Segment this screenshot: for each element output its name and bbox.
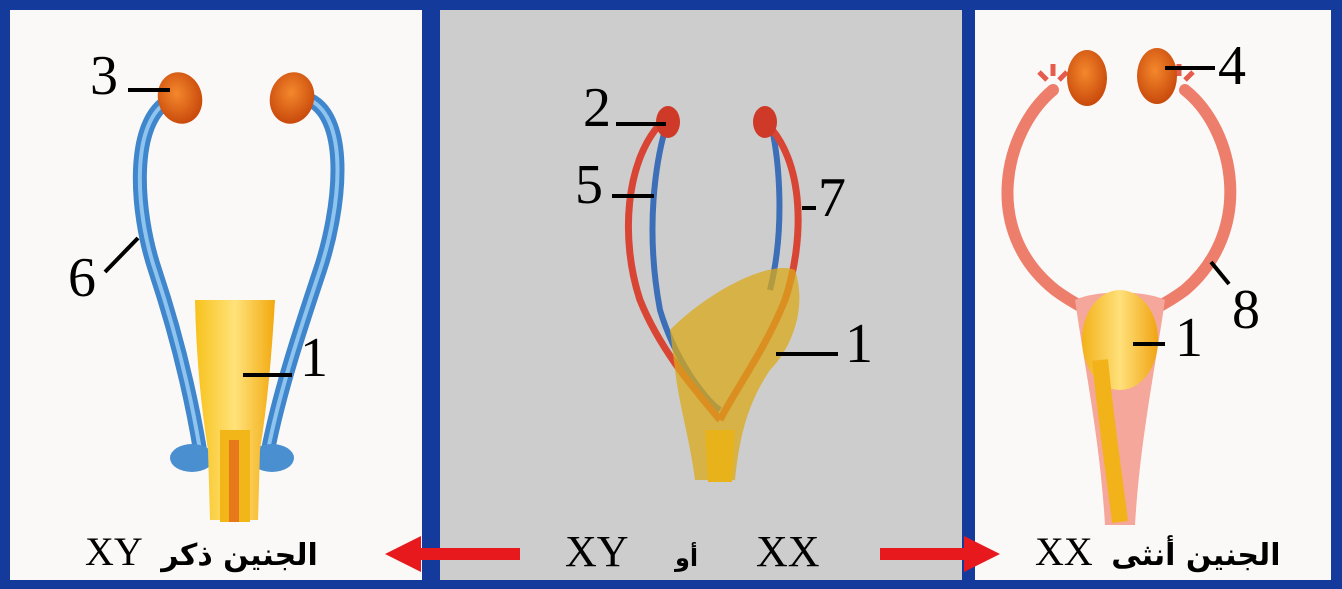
left-arrow-icon [385,536,525,572]
label-5: 5 [575,157,603,213]
right-arrow-icon [880,536,1000,572]
label-7: 7 [818,170,846,226]
border-right [1331,0,1342,589]
label-3: 3 [90,48,118,104]
indifferent-reproductive-illustration [440,10,962,580]
male-chromosomes: XY [85,529,143,574]
male-caption: XY الجنين ذكر [85,528,318,575]
label-8: 8 [1232,282,1260,338]
female-caption-text: الجنين أنثى [1111,538,1280,573]
xx-chromosomes: XX [756,526,820,577]
female-chromosomes: XX [1035,529,1093,574]
border-left [0,0,10,589]
border-bottom [0,580,1342,589]
xy-chromosomes: XY [565,526,629,577]
label-1-indifferent: 1 [845,316,873,372]
divider-left [422,0,440,589]
border-top [0,0,1342,10]
female-reproductive-illustration [975,10,1331,580]
or-word: أو [675,544,698,572]
label-1-female: 1 [1175,310,1203,366]
female-caption: XX الجنين أنثى [1035,528,1280,575]
label-1-male: 1 [300,330,328,386]
divider-right [962,0,975,589]
label-6: 6 [68,250,96,306]
label-2: 2 [583,80,611,136]
male-caption-text: الجنين ذكر [161,538,318,573]
label-4: 4 [1218,38,1246,94]
